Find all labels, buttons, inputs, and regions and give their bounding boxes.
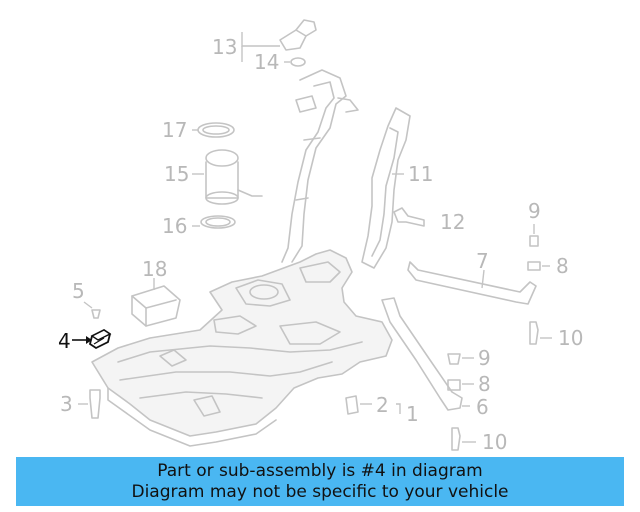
callout-8b: 8 bbox=[478, 372, 491, 396]
hardware-upper bbox=[527, 235, 541, 345]
heat-shield bbox=[361, 107, 411, 269]
screw-5 bbox=[91, 309, 101, 319]
bushing-2 bbox=[345, 395, 359, 415]
fuel-tank bbox=[91, 249, 393, 447]
info-banner: Part or sub-assembly is #4 in diagram Di… bbox=[16, 457, 624, 506]
callout-3: 3 bbox=[60, 392, 73, 416]
leader-1 bbox=[396, 403, 401, 414]
strap-7 bbox=[407, 261, 537, 305]
banner-line-2: Diagram may not be specific to your vehi… bbox=[131, 481, 509, 502]
part-4-highlight bbox=[88, 328, 112, 350]
hardware-lower bbox=[447, 353, 461, 451]
callout-10b: 10 bbox=[482, 430, 507, 454]
callout-14: 14 bbox=[254, 50, 279, 74]
leader-13 bbox=[241, 32, 280, 47]
leader-7 bbox=[481, 269, 485, 289]
leader-4-arrow bbox=[86, 336, 92, 344]
callout-15: 15 bbox=[164, 162, 189, 186]
banner-line-1: Part or sub-assembly is #4 in diagram bbox=[157, 460, 483, 481]
bolt-12 bbox=[393, 207, 425, 227]
strap-6 bbox=[381, 297, 463, 411]
callout-11: 11 bbox=[408, 162, 433, 186]
callout-2: 2 bbox=[376, 393, 389, 417]
callout-9a: 9 bbox=[528, 199, 541, 223]
callout-1: 1 bbox=[406, 402, 419, 426]
callout-6: 6 bbox=[476, 395, 489, 419]
callout-17: 17 bbox=[162, 118, 187, 142]
callout-5: 5 bbox=[72, 279, 85, 303]
callout-4: 4 bbox=[58, 329, 71, 353]
callout-9b: 9 bbox=[478, 346, 491, 370]
bolt-3 bbox=[89, 389, 101, 419]
callout-10a: 10 bbox=[558, 326, 583, 350]
module-18 bbox=[131, 285, 181, 327]
pump-assembly bbox=[197, 122, 263, 229]
callout-7: 7 bbox=[476, 249, 489, 273]
filler-neck bbox=[281, 69, 359, 263]
callout-12: 12 bbox=[440, 210, 465, 234]
callout-8a: 8 bbox=[556, 254, 569, 278]
callout-13: 13 bbox=[212, 35, 237, 59]
fuel-cap bbox=[279, 19, 317, 67]
callout-16: 16 bbox=[162, 214, 187, 238]
callout-18: 18 bbox=[142, 257, 167, 281]
leader-5 bbox=[83, 301, 93, 309]
